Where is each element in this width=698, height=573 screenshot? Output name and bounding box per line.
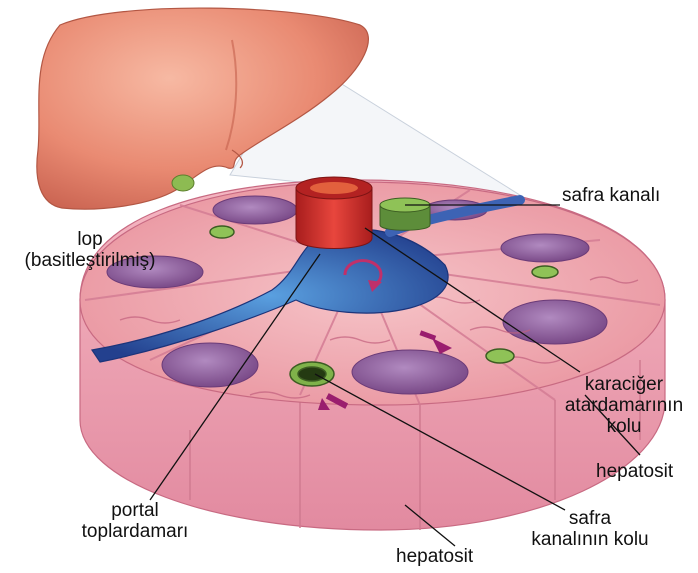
central-vessel <box>296 177 372 249</box>
label-lobe-line1: lop <box>4 229 176 250</box>
label-portal-vein: portal toplardamarı <box>60 500 210 542</box>
label-bile-duct: safra kanalı <box>562 185 660 206</box>
label-hepatocyte-bottom: hepatosit <box>396 546 473 567</box>
label-lobe-line2: (basitleştirilmiş) <box>4 250 176 271</box>
bile-duct-vessel <box>380 198 430 230</box>
label-hepatocyte-right: hepatosit <box>596 461 673 482</box>
label-hepatic-artery-branch: karaciğer atardamarının kolu <box>556 374 692 437</box>
label-lobe: lop (basitleştirilmiş) <box>4 229 176 271</box>
label-bile-duct-branch: safra kanalının kolu <box>514 508 666 550</box>
